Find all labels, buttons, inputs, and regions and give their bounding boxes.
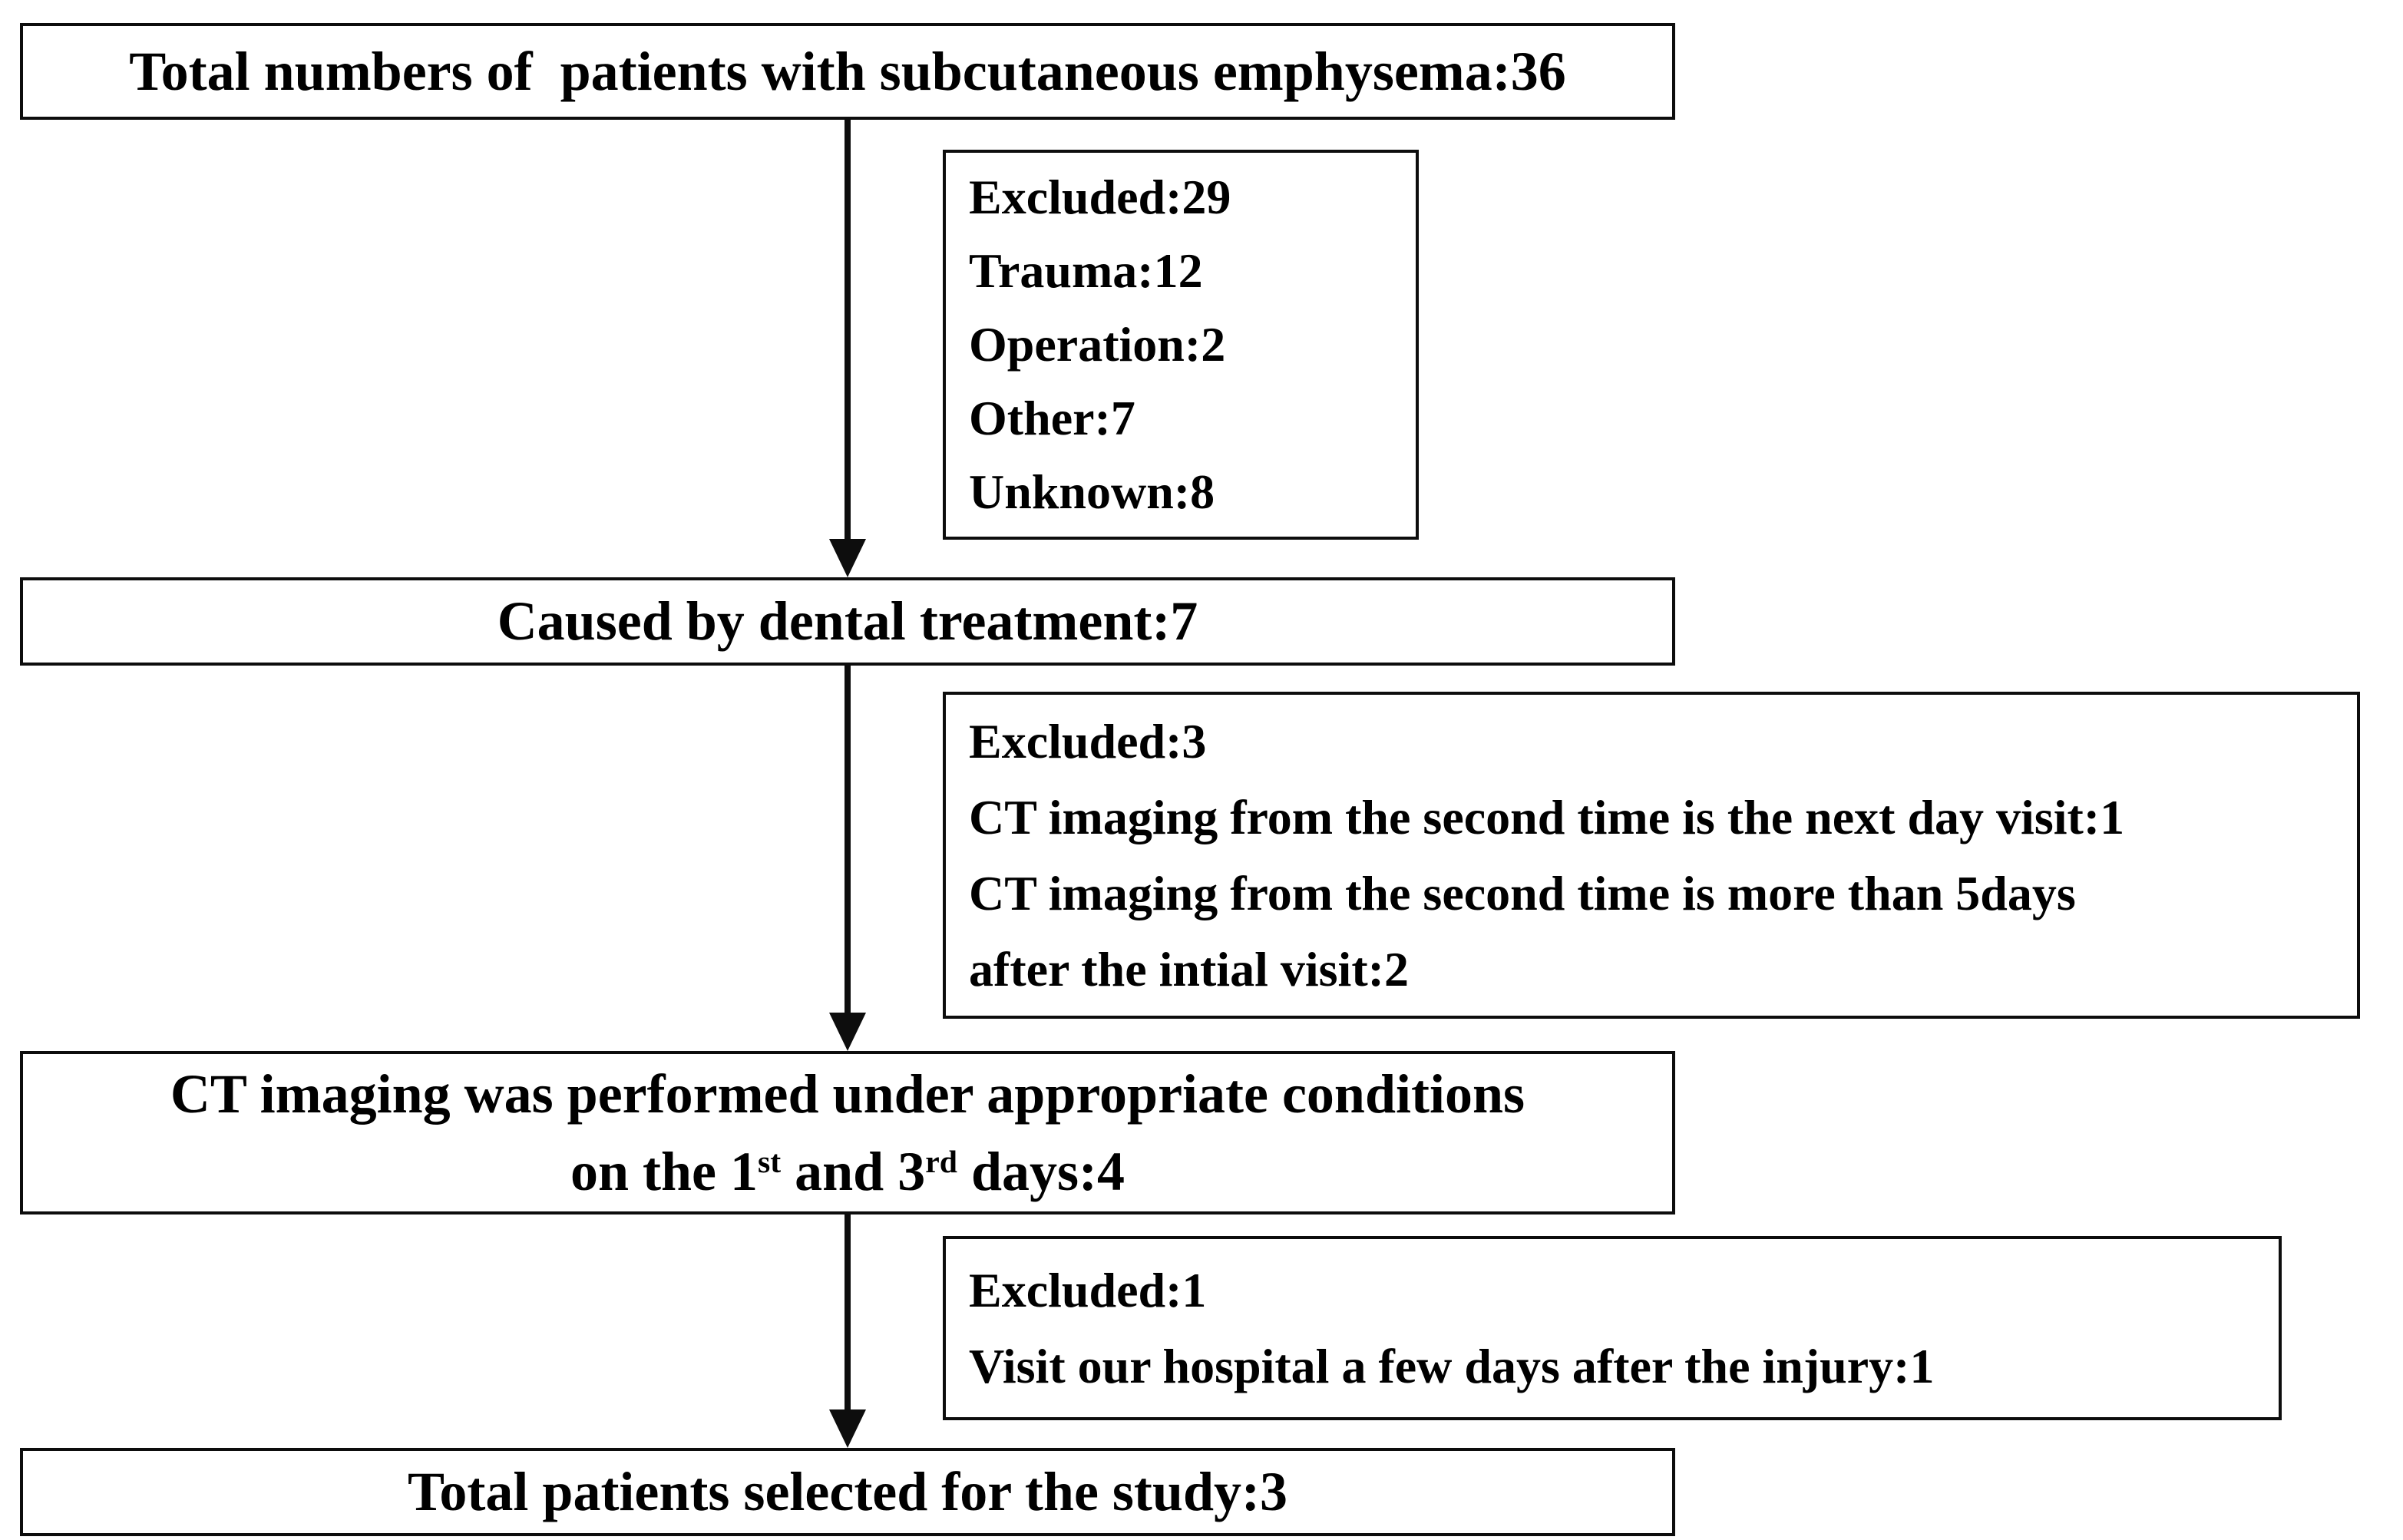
ct-line2-sup-st: st	[757, 1144, 782, 1180]
box-total-selected-label: Total patients selected for the study:3	[408, 1461, 1287, 1523]
box-excluded-3: Excluded:1 Visit our hospital a few days…	[943, 1236, 2282, 1420]
arrow-3-down-icon	[829, 1409, 866, 1448]
box-ct-imaging: CT imaging was performed under appropria…	[20, 1051, 1675, 1214]
arrow-2-down-icon	[829, 1013, 866, 1051]
arrow-1-line	[845, 120, 851, 544]
arrow-2-line	[845, 666, 851, 1017]
excluded-1-line: Operation:2	[969, 317, 1226, 372]
box-ct-imaging-line1: CT imaging was performed under appropria…	[170, 1062, 1525, 1125]
excluded-2-line: Excluded:3	[969, 713, 1207, 768]
excluded-1-line: Unknown:8	[969, 464, 1215, 519]
excluded-2-line: CT imaging from the second time is more …	[969, 866, 2076, 920]
ct-line2-mid: and 3	[795, 1140, 926, 1202]
box-ct-imaging-line2: on the 1st and 3rd days:4	[570, 1133, 1125, 1211]
ct-line2-sup-rd: rd	[925, 1144, 957, 1180]
box-total-patients-label: Total numbers of patients with subcutane…	[129, 40, 1566, 102]
arrow-3-line	[845, 1214, 851, 1414]
arrow-1-down-icon	[829, 539, 866, 577]
box-dental-treatment: Caused by dental treatment:7	[20, 577, 1675, 666]
box-excluded-2: Excluded:3 CT imaging from the second ti…	[943, 692, 2360, 1019]
excluded-3-line: Visit our hospital a few days after the …	[969, 1339, 1935, 1393]
box-total-selected: Total patients selected for the study:3	[20, 1448, 1675, 1536]
ct-line2-prefix: on the 1	[570, 1140, 758, 1202]
box-dental-treatment-label: Caused by dental treatment:7	[497, 590, 1198, 653]
ct-line2-suffix: days:4	[970, 1140, 1125, 1202]
excluded-1-line: Trauma:12	[969, 243, 1203, 298]
box-excluded-1: Excluded:29 Trauma:12 Operation:2 Other:…	[943, 150, 1419, 540]
excluded-1-line: Excluded:29	[969, 170, 1231, 224]
box-total-patients: Total numbers of patients with subcutane…	[20, 23, 1675, 120]
excluded-1-line: Other:7	[969, 391, 1135, 445]
excluded-2-line: after the intial visit:2	[969, 942, 1409, 997]
excluded-2-line: CT imaging from the second time is the n…	[969, 789, 2125, 844]
excluded-3-line: Excluded:1	[969, 1262, 1207, 1317]
